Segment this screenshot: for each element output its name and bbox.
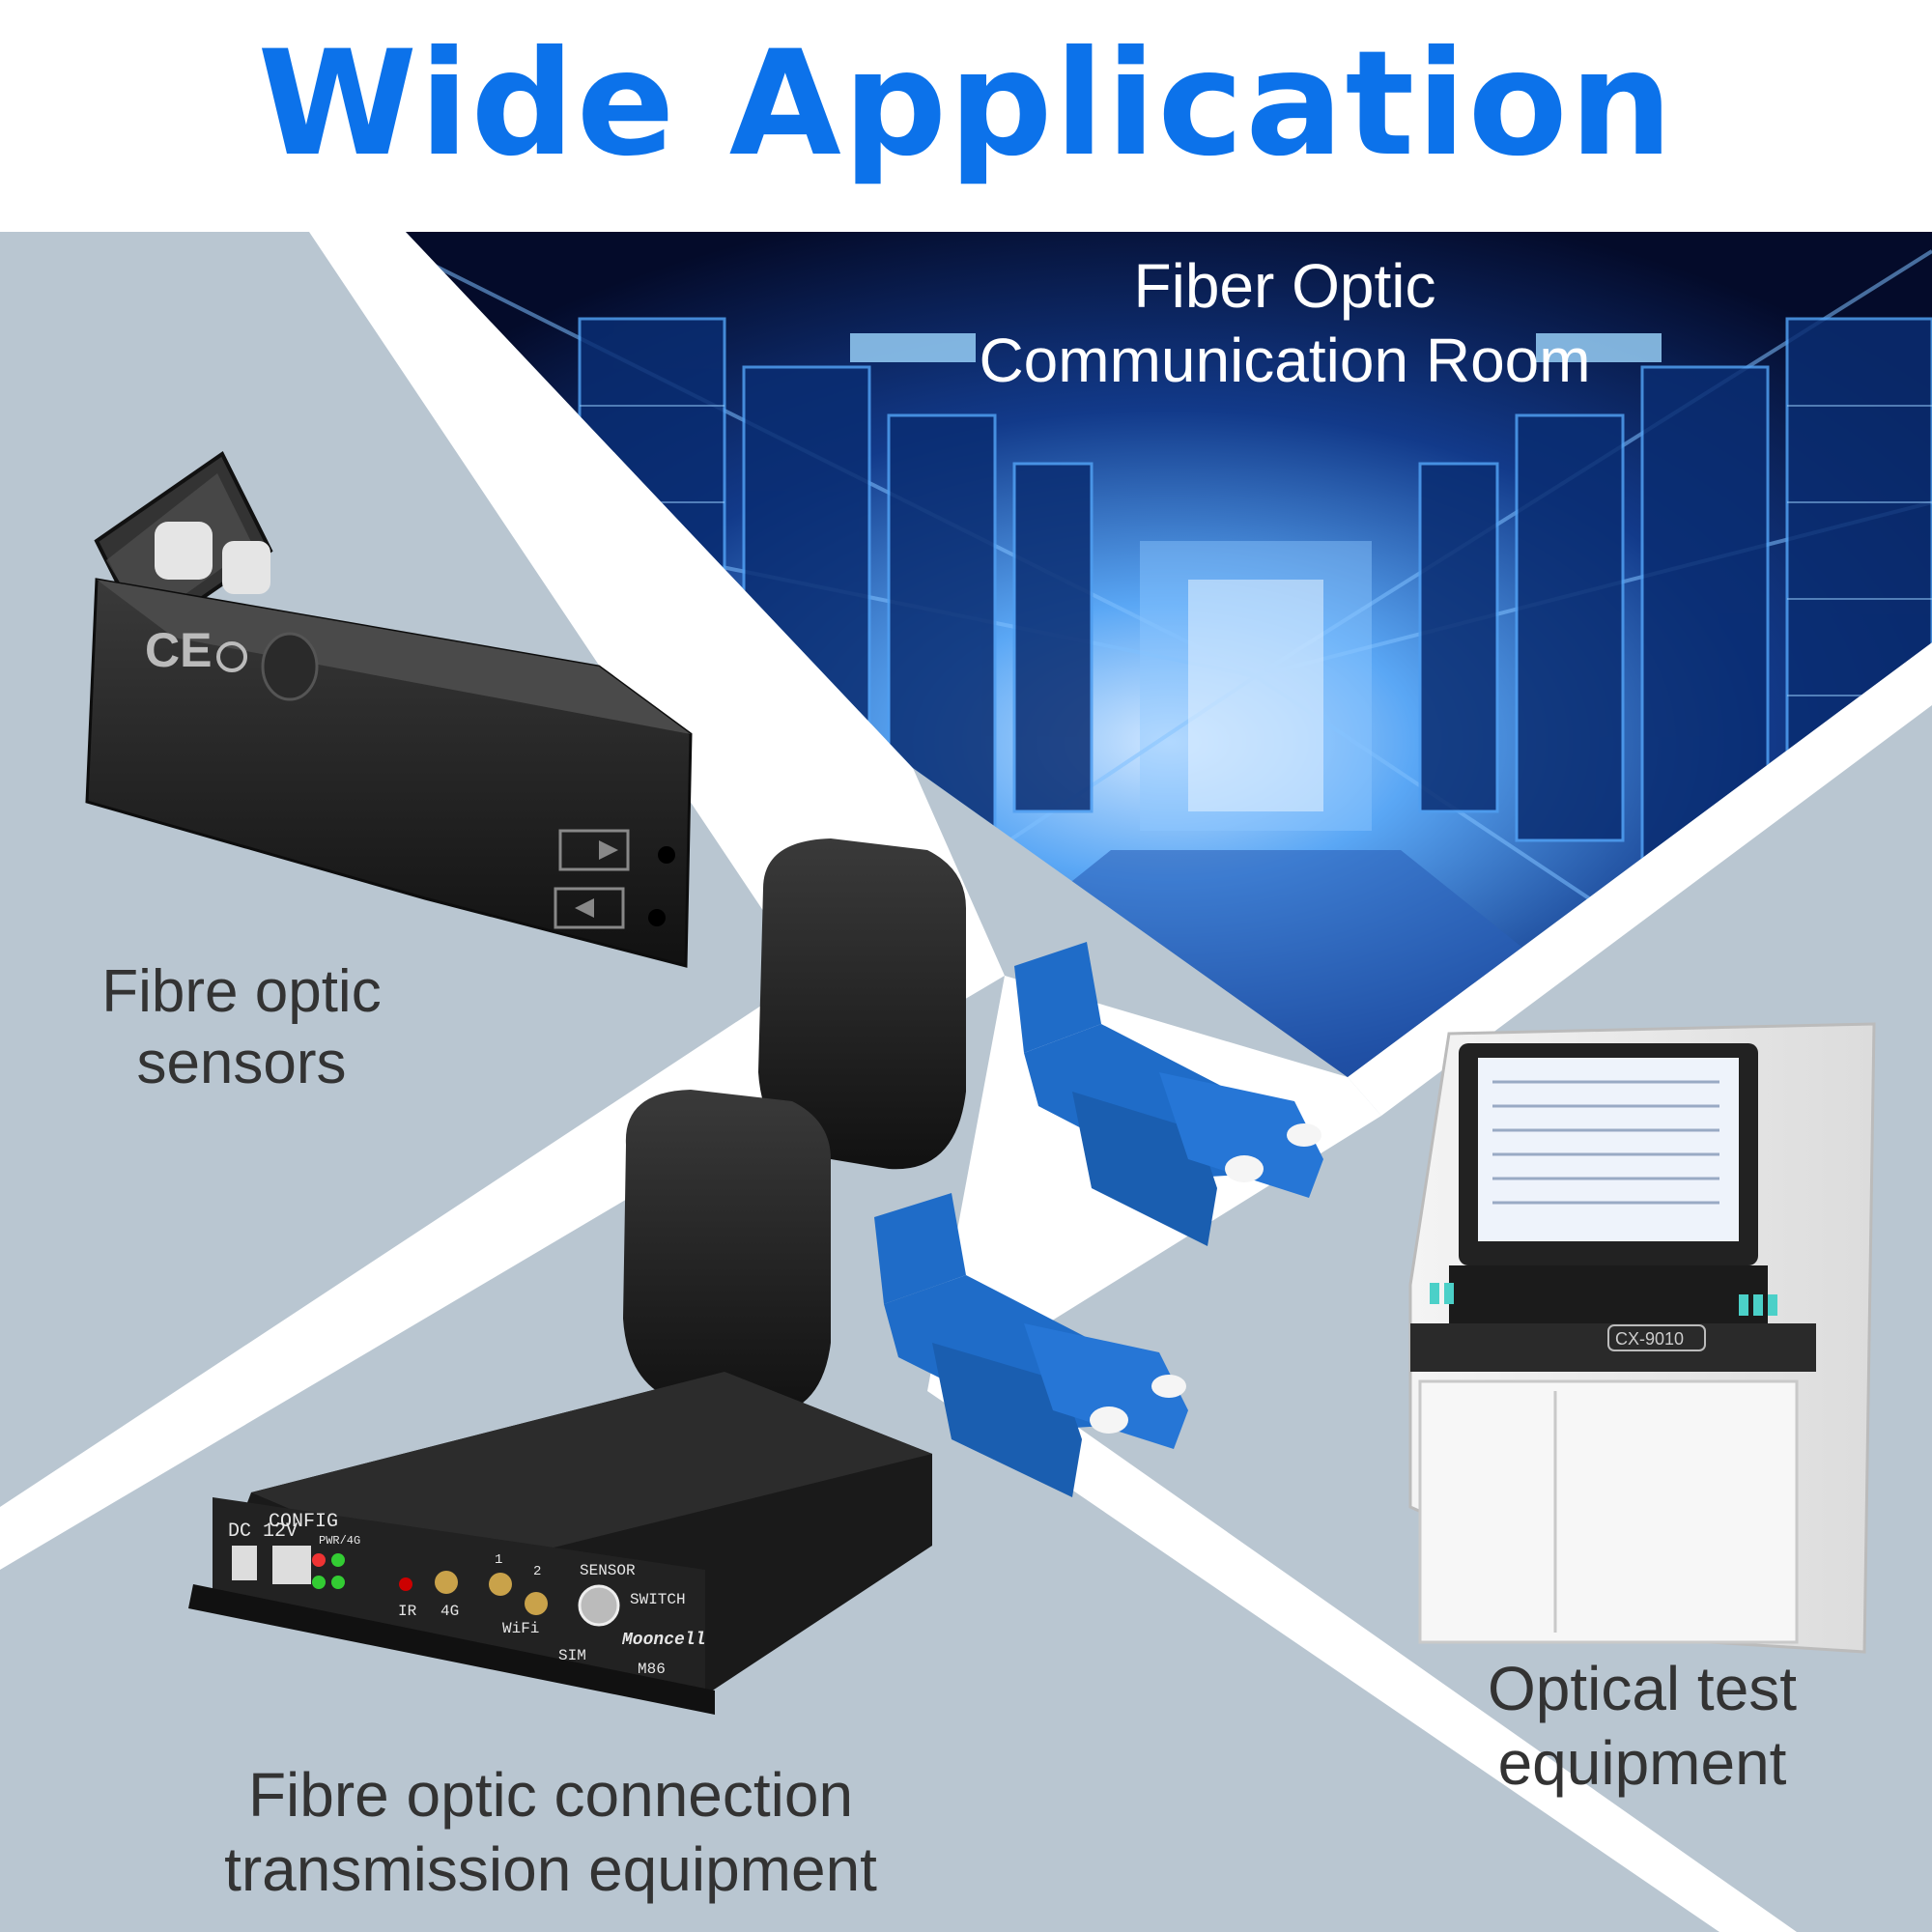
white-band-right <box>1348 642 1932 1116</box>
switch-label: SWITCH <box>630 1591 686 1608</box>
label-communication-room: Fiber Optic Communication Room <box>979 251 1591 395</box>
port-1-label: 1 <box>495 1552 502 1568</box>
label-fibre-optic-connection: Fibre optic connection transmission equi… <box>224 1760 877 1904</box>
label-fibre-optic-sensors: Fibre optic sensors <box>101 958 382 1097</box>
page-title: Wide Application <box>257 20 1675 188</box>
g4-label: 4G <box>440 1603 459 1620</box>
sensor-label: SENSOR <box>580 1562 636 1579</box>
optical-test-analyzer: CX-9010 <box>1408 1022 1876 1654</box>
sim-label: SIM <box>558 1647 586 1664</box>
lc-loopback-connector-top <box>758 838 1323 1246</box>
ir-label: IR <box>398 1603 417 1620</box>
ce-mark: CE <box>145 623 212 677</box>
config-label: CONFIG <box>269 1511 338 1533</box>
analyzer-model-label: CX-9010 <box>1615 1329 1684 1349</box>
dc-label: DC 12V <box>228 1520 298 1543</box>
lc-loopback-connector-bottom <box>623 1090 1188 1497</box>
fibre-transmission-device: DC 12V CONFIG PWR/4G IR 4G 1 2 WiFi SENS… <box>188 1372 932 1715</box>
label-optical-test-equipment: Optical test equipment <box>1487 1654 1798 1798</box>
pwr-label: PWR/4G <box>319 1534 360 1548</box>
brand-label: Mooncell <box>621 1631 705 1650</box>
model-label: M86 <box>638 1661 666 1678</box>
fibre-optic-sensor-device: CE <box>85 451 693 968</box>
application-collage: CE <box>0 232 1932 1932</box>
port-2-label: 2 <box>533 1564 541 1579</box>
wifi-label: WiFi <box>502 1620 539 1637</box>
